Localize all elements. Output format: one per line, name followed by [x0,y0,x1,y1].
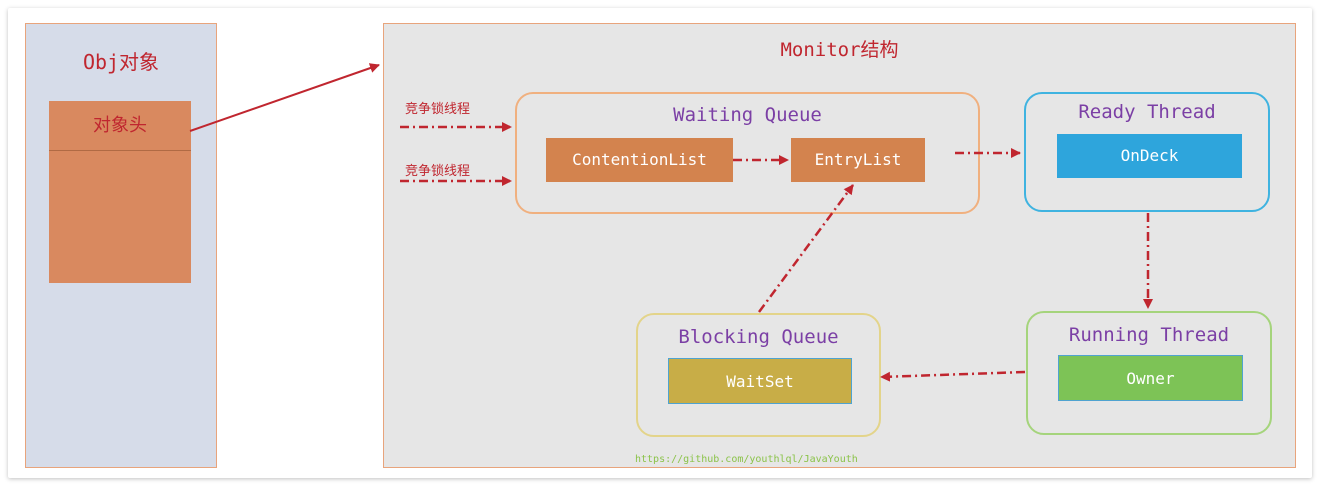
header-to-monitor-arrow [189,63,380,132]
competing-thread-label-2: 竞争锁线程 [405,164,471,179]
ondeck-node: OnDeck [1057,134,1242,178]
competing-thread-label-1: 竞争锁线程 [405,102,471,117]
blocking-to-entry-arrow [757,184,855,313]
blocking-queue-title: Blocking Queue [678,326,839,348]
object-title: Obj对象 [82,50,160,74]
waiting-queue-title: Waiting Queue [673,104,822,126]
running-to-blocking-arrow [880,370,1026,382]
object-header-block: 对象头 [49,101,191,151]
entry-list-node: EntryList [791,138,925,182]
owner-node: Owner [1058,355,1243,401]
waitset-node: WaitSet [668,358,852,404]
running-thread-group [1026,311,1272,435]
ready-thread-title: Ready Thread [1078,101,1216,123]
object-body-block [49,151,191,283]
contention-list-node: ContentionList [546,138,733,182]
source-watermark: https://github.com/youthlql/JavaYouth [635,454,858,465]
monitor-title: Monitor结构 [780,39,899,61]
ready-thread-group [1024,92,1270,212]
blocking-queue-group [636,313,881,437]
running-thread-title: Running Thread [1068,324,1230,346]
